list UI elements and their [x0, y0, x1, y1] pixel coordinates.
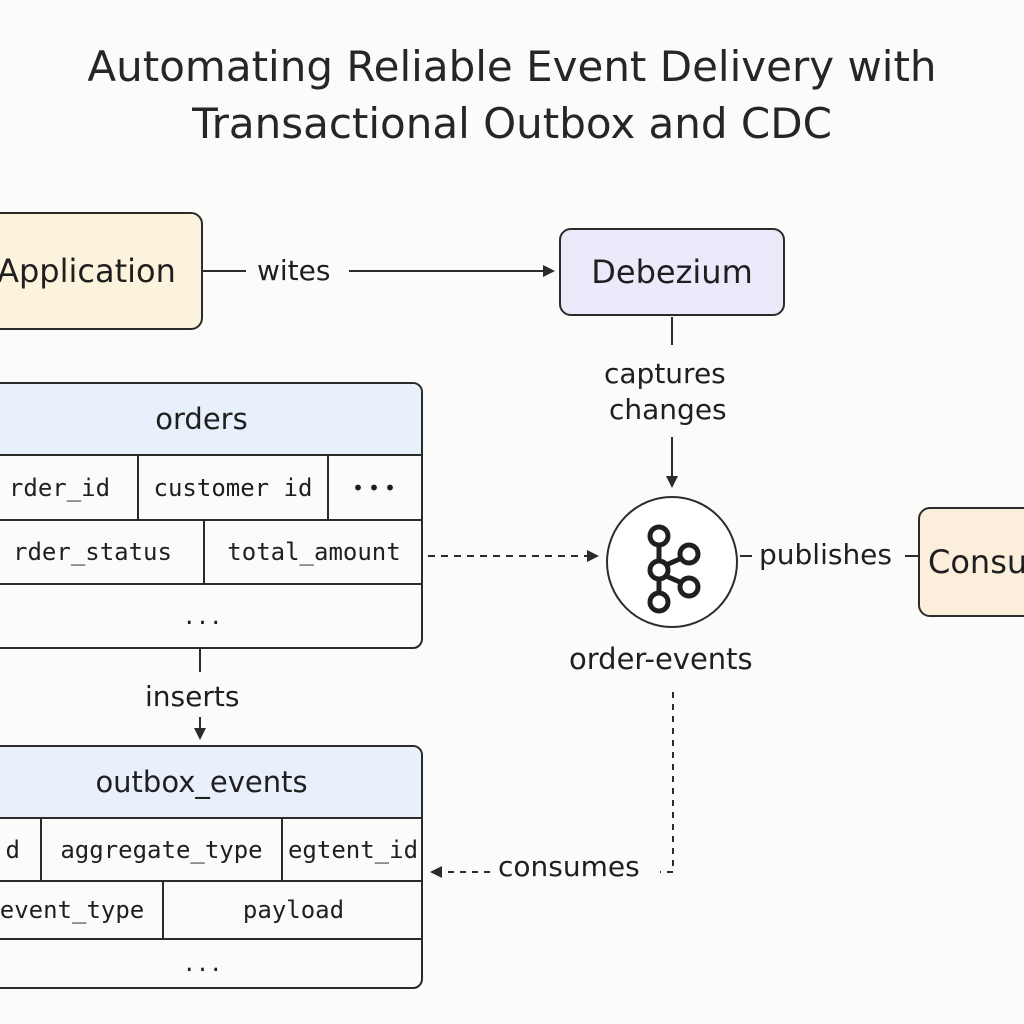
edge-label-changes: changes [609, 393, 727, 427]
outbox-table-header: outbox_events [0, 747, 421, 819]
outbox-col-divider-3 [162, 882, 164, 938]
edge-label-publishes: publishes [759, 538, 892, 572]
edge-label-consumes: consumes [498, 850, 640, 884]
edge-label-writes: wites [257, 254, 331, 288]
outbox-cell-id: d [5, 835, 20, 864]
orders-table-name: orders [155, 402, 248, 436]
orders-row-divider-2 [0, 583, 421, 585]
orders-table: orders rder_id customer id ••• rder_stat… [0, 382, 423, 649]
orders-col-divider-1 [137, 456, 139, 519]
outbox-cell-event-id: egtent_id [287, 835, 419, 864]
outbox-col-divider-2 [281, 819, 283, 880]
orders-cell-more-columns: ••• [351, 475, 401, 500]
title-line-2: Transactional Outbox and CDC [192, 99, 832, 148]
outbox-cell-ellipsis: ... [182, 952, 223, 977]
outbox-col-divider-1 [40, 819, 42, 880]
outbox-cell-aggregate-type: aggregate_type [60, 835, 263, 864]
outbox-table-name: outbox_events [95, 765, 308, 799]
orders-cell-order-id: rder_id [8, 473, 111, 502]
application-node: Application [0, 212, 203, 330]
edge-label-captures: captures [604, 357, 726, 391]
kafka-topic-node [606, 496, 738, 628]
diagram-title: Automating Reliable Event Delivery with … [0, 38, 1024, 152]
orders-table-header: orders [0, 384, 421, 456]
orders-cell-customer-id: customer id [153, 473, 313, 502]
outbox-events-table: outbox_events d aggregate_type egtent_id… [0, 745, 423, 989]
outbox-cell-payload: payload [242, 896, 345, 924]
outbox-cell-event-type: event_type [0, 896, 145, 924]
consumer-node: Consu [918, 507, 1024, 617]
consumer-label: Consu [928, 543, 1024, 581]
outbox-row-divider-2 [0, 938, 421, 940]
kafka-topic-label: order-events [569, 642, 753, 676]
orders-row-divider-1 [0, 519, 421, 521]
orders-cell-ellipsis: ... [182, 604, 223, 630]
kafka-logo-icon [647, 524, 701, 614]
orders-cell-order-status: rder_status [13, 538, 172, 566]
orders-col-divider-3 [203, 521, 205, 583]
application-label: Application [0, 252, 176, 290]
debezium-node: Debezium [559, 228, 785, 316]
title-line-1: Automating Reliable Event Delivery with [87, 42, 937, 91]
edge-consumes-path [660, 692, 674, 873]
debezium-label: Debezium [591, 253, 753, 291]
edge-label-inserts: inserts [145, 680, 240, 714]
orders-cell-total-amount: total_amount [227, 538, 401, 566]
outbox-row-divider-1 [0, 880, 421, 882]
orders-col-divider-2 [327, 456, 329, 519]
